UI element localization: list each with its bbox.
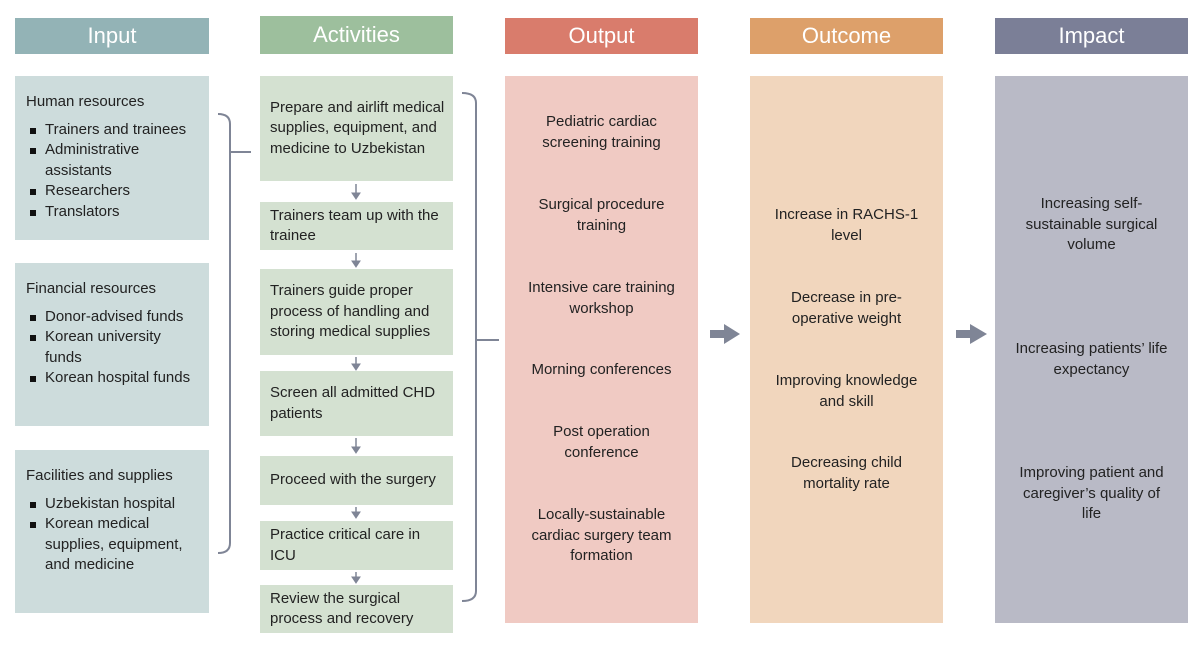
- step-arrow-icon: [351, 253, 361, 268]
- header-outcome-label: Outcome: [801, 23, 892, 48]
- input-group-list: Donor-advised funds Korean university fu…: [26, 307, 201, 389]
- list-item: Korean medical supplies, equipment, and …: [26, 514, 201, 576]
- activity-step-text: Prepare and airlift medical supplies, eq…: [270, 98, 445, 157]
- activity-step-5: Proceed with the surgery: [260, 456, 453, 505]
- activity-step-text: Review the surgical process and recovery: [270, 589, 414, 628]
- output-item: Intensive care training workshop: [528, 279, 675, 317]
- flow-arrow-outcome-to-impact-icon: [956, 324, 987, 344]
- activity-step-text: Trainers team up with the trainee: [270, 206, 439, 245]
- step-arrow-icon: [351, 507, 361, 519]
- input-group-title: Financial resources: [26, 280, 157, 297]
- activity-step-6: Practice critical care in ICU: [260, 521, 453, 570]
- list-item: Korean university funds: [26, 327, 201, 368]
- header-input-label: Input: [87, 23, 137, 48]
- impact-item: Increasing patients’ life expectancy: [1015, 340, 1168, 378]
- outcome-column: Increase in RACHS-1 level Decrease in pr…: [750, 76, 943, 623]
- activity-step-4: Screen all admitted CHD patients: [260, 371, 453, 436]
- outcome-item: Decrease in pre-operative weight: [791, 289, 902, 327]
- header-input: Input: [15, 18, 209, 54]
- activity-step-2: Trainers team up with the trainee: [260, 202, 453, 250]
- header-activities-label: Activities: [313, 22, 400, 47]
- input-group-list: Trainers and trainees Administrative ass…: [26, 120, 201, 223]
- outcome-item: Decreasing child mortality rate: [791, 454, 902, 492]
- output-item: Locally-sustainable cardiac surgery team…: [531, 506, 672, 564]
- header-outcome: Outcome: [750, 18, 943, 54]
- impact-item: Increasing self-sustainable surgical vol…: [1025, 195, 1158, 253]
- header-impact: Impact: [995, 18, 1188, 54]
- list-item: Administrative assistants: [26, 140, 201, 181]
- list-item: Translators: [26, 202, 201, 223]
- activity-step-text: Trainers guide proper process of handlin…: [270, 282, 431, 341]
- output-item: Post operation conference: [553, 423, 650, 461]
- impact-column: Increasing self-sustainable surgical vol…: [995, 76, 1188, 623]
- input-group-list: Uzbekistan hospital Korean medical suppl…: [26, 494, 201, 576]
- activity-step-text: Practice critical care in ICU: [270, 526, 421, 564]
- output-item: Morning conferences: [531, 361, 672, 378]
- list-item: Researchers: [26, 181, 201, 202]
- input-group-human-resources: Human resources Trainers and trainees Ad…: [15, 76, 209, 240]
- activities-bracket: [461, 92, 477, 602]
- input-bracket: [217, 113, 231, 554]
- input-group-facilities-and-supplies: Facilities and supplies Uzbekistan hospi…: [15, 450, 209, 613]
- header-activities: Activities: [260, 16, 453, 54]
- outcome-item: Improving knowledge and skill: [775, 372, 918, 410]
- step-arrow-icon: [351, 357, 361, 371]
- activity-step-3: Trainers guide proper process of handlin…: [260, 269, 453, 355]
- header-impact-label: Impact: [1058, 23, 1125, 48]
- list-item: Uzbekistan hospital: [26, 494, 201, 515]
- step-arrow-icon: [351, 572, 361, 584]
- list-item: Donor-advised funds: [26, 307, 201, 328]
- input-group-financial-resources: Financial resources Donor-advised funds …: [15, 263, 209, 426]
- header-output-label: Output: [568, 23, 635, 48]
- output-item: Surgical procedure training: [538, 196, 665, 234]
- step-arrows: [351, 184, 361, 584]
- outcome-item: Increase in RACHS-1 level: [774, 206, 919, 244]
- flow-arrow-output-to-outcome-icon: [710, 324, 740, 344]
- activity-step-text: Proceed with the surgery: [270, 471, 436, 489]
- input-group-title: Human resources: [26, 93, 145, 110]
- list-item: Korean hospital funds: [26, 368, 201, 389]
- output-column: Pediatric cardiac screening training Sur…: [505, 76, 698, 623]
- impact-item: Improving patient and caregiver’s qualit…: [1019, 464, 1164, 522]
- activity-step-1: Prepare and airlift medical supplies, eq…: [260, 76, 453, 181]
- activity-step-text: Screen all admitted CHD patients: [270, 384, 436, 422]
- input-group-title: Facilities and supplies: [26, 467, 173, 484]
- output-item: Pediatric cardiac screening training: [542, 113, 661, 151]
- step-arrow-icon: [351, 184, 361, 200]
- activity-step-7: Review the surgical process and recovery: [260, 585, 453, 633]
- header-output: Output: [505, 18, 698, 54]
- step-arrow-icon: [351, 438, 361, 454]
- list-item: Trainers and trainees: [26, 120, 201, 141]
